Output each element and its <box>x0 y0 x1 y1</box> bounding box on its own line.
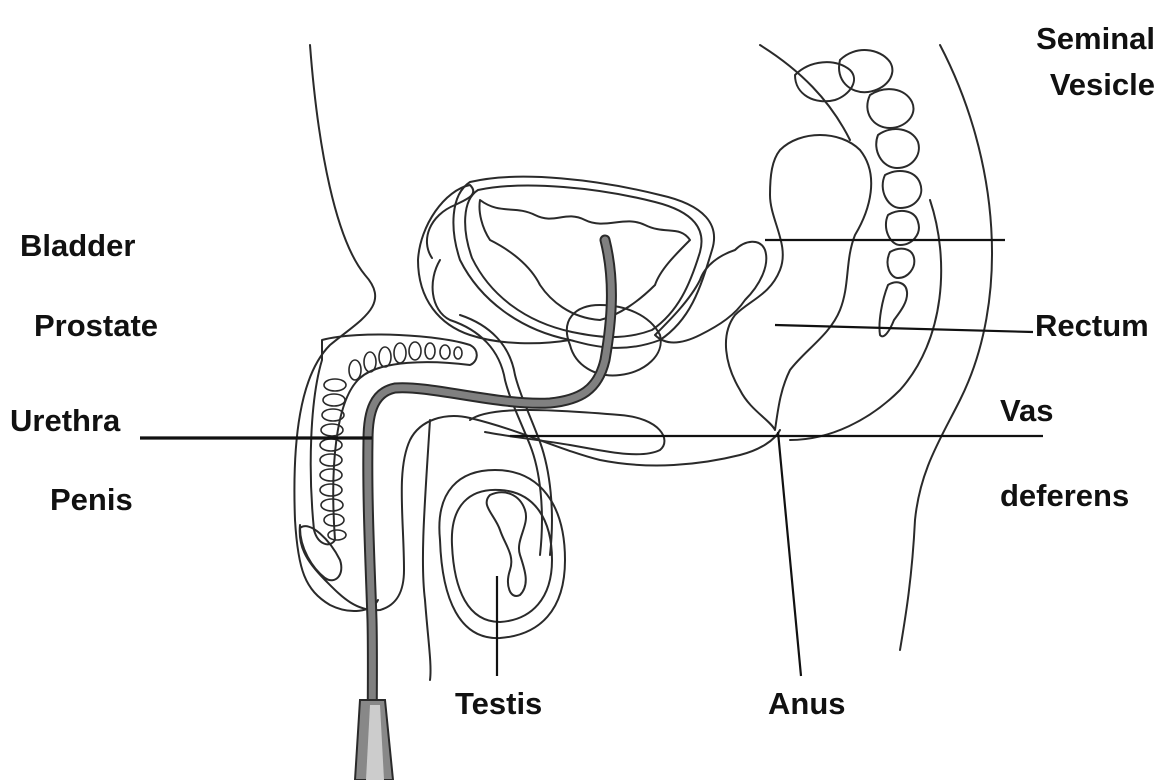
rectum-leader <box>775 325 1033 332</box>
prostate-label: Prostate <box>34 310 158 341</box>
scrotum-outline <box>439 470 565 638</box>
anus-label: Anus <box>768 688 846 719</box>
vas-label: Vas <box>1000 395 1053 426</box>
epididymis-outline <box>487 492 526 596</box>
rectum-shape <box>726 135 871 430</box>
bladder-label: Bladder <box>20 230 135 261</box>
bladder-shape <box>418 177 714 348</box>
testis-outline <box>452 490 552 622</box>
seminal-vesicle-label: Seminal Vesicle <box>1036 16 1155 108</box>
urethra-label: Urethra <box>10 405 120 436</box>
inner-back-outline <box>790 200 941 440</box>
spine-vertebrae <box>795 50 921 336</box>
testis-label: Testis <box>455 688 542 719</box>
seminal-vesicle-label-line2: Vesicle <box>1036 62 1155 108</box>
thigh-outline <box>423 420 431 680</box>
abdominal-wall-inner <box>760 45 850 140</box>
penis-label: Penis <box>50 484 133 515</box>
anus-leader <box>778 432 801 676</box>
bulb-outline <box>470 410 664 454</box>
rectum-label: Rectum <box>1035 310 1149 341</box>
deferens-label: deferens <box>1000 480 1129 511</box>
seminal-vesicle-label-line1: Seminal <box>1036 16 1155 62</box>
perineum-outline <box>470 418 780 465</box>
